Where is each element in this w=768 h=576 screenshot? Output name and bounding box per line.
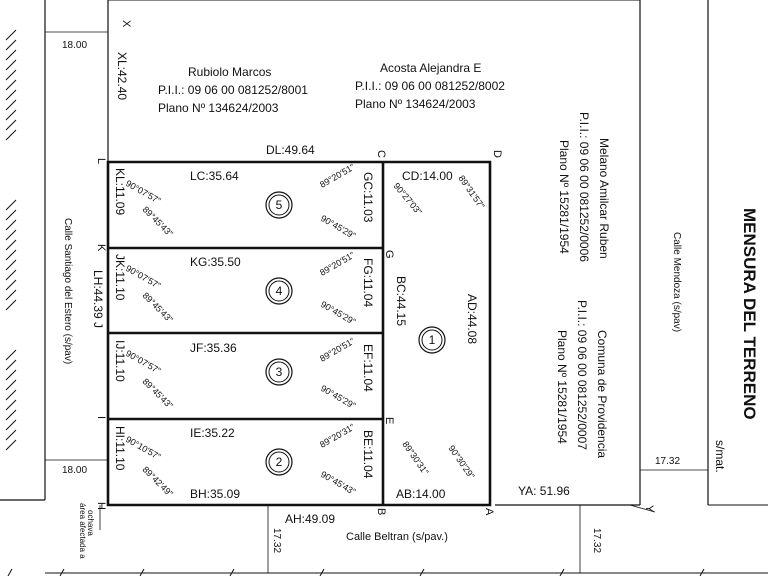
dim-xl: XL:42.40 (115, 52, 129, 100)
lot-4-label: 4 (276, 284, 283, 298)
dim-jk: JK:11.10 (113, 254, 127, 301)
neighbor-rubiolo-name: Rubiolo Marcos (188, 65, 271, 79)
angle: 90°07'57" (124, 263, 162, 291)
angle: 89°30'31" (400, 439, 430, 476)
dim-bottom-1732-left: 17.32 (271, 528, 282, 553)
angle: 90°27'03" (391, 181, 423, 217)
area-note-1: área afectada a (78, 503, 87, 559)
point-labels: L K I H C D G E B A X Y (95, 20, 655, 516)
dim-ef: EF:11.04 (361, 344, 375, 392)
angle: 90°10'57" (124, 434, 162, 462)
point-l: L (95, 158, 107, 164)
dim-ya: YA: 51.96 (518, 484, 570, 498)
point-c: C (375, 150, 387, 158)
angle: 89°31'57" (456, 173, 486, 210)
dim-ie: IE:35.22 (190, 426, 235, 440)
angle: 90°30'29" (446, 443, 476, 480)
street-santiago: Calle Santiago del Estero (s/pav) (62, 218, 73, 364)
dim-bottom-left: 18.00 (62, 465, 87, 476)
lot-3-label: 3 (276, 365, 283, 379)
angle: 89°20'31" (318, 422, 356, 450)
angle: 89°42'49" (141, 464, 175, 498)
dim-kg: KG:35.50 (190, 255, 241, 269)
dim-ab: AB:14.00 (396, 487, 446, 501)
angle: 89°45'43" (141, 376, 175, 410)
point-y: Y (643, 505, 655, 513)
point-k: K (95, 244, 107, 252)
street-mendoza: Calle Mendoza (s/pav) (671, 232, 682, 332)
neighbor-melano-name: Melano Amilcar Ruben (597, 138, 611, 259)
angle: 90°07'57" (124, 178, 162, 206)
angle: 89°20'51" (318, 250, 356, 278)
angle: 89°45'43" (141, 290, 175, 324)
neighbor-melano-plano: Plano Nº 15281/1954 (557, 140, 571, 254)
dim-kl: KL:11.09 (113, 168, 127, 215)
lot-2-marker (265, 448, 293, 476)
lot-5-marker (265, 191, 293, 219)
area-note-2: ochava (86, 510, 95, 536)
dim-top-left: 18.00 (62, 40, 87, 51)
dim-bottom-1732-right: 17.32 (591, 528, 602, 553)
angle: 90°45'29" (319, 383, 357, 411)
angle: 89°45'43" (141, 204, 175, 238)
neighbor-acosta-pii: P.I.I.: 09 06 00 081252/8002 (355, 79, 505, 93)
dim-ah: AH:49.09 (285, 512, 335, 526)
point-h: H (95, 502, 107, 510)
angle: 90°45'29" (319, 299, 357, 327)
dim-hi: HI:11.10 (113, 426, 127, 471)
dim-ij: IJ:11.10 (113, 340, 127, 382)
point-e: E (383, 417, 395, 424)
neighbor-comuna-pii: P.I.I.: 09 06 00 081252/0007 (575, 300, 589, 450)
smat-label: s/mat. (713, 440, 727, 473)
dim-dl: DL:49.64 (266, 143, 315, 157)
angle: 90°45'43" (319, 469, 357, 497)
dim-bh: BH:35.09 (190, 487, 240, 501)
neighbor-rubiolo-pii: P.I.I.: 09 06 00 081252/8001 (158, 83, 308, 97)
hatching-left (5, 29, 17, 451)
dim-bc: BC:44.15 (394, 276, 408, 326)
point-a: A (483, 508, 495, 516)
point-g: G (383, 250, 395, 259)
lot-1-label: 1 (429, 333, 436, 347)
plan-title: MENSURA DEL TERRENO (740, 208, 759, 420)
dim-lh: LH:44.39 J (91, 270, 105, 328)
hatching-bottom (7, 568, 705, 576)
dim-cd: CD:14.00 (402, 169, 453, 183)
angle: 90°45'29" (319, 213, 357, 241)
neighbor-acosta-name: Acosta Alejandra E (380, 61, 481, 75)
dim-ad: AD:44.08 (465, 294, 479, 344)
dim-right-1732: 17.32 (655, 456, 680, 467)
angle: 90°07'57" (124, 348, 162, 376)
angle: 89°20'51" (318, 162, 356, 190)
point-d: D (491, 150, 503, 158)
neighbor-acosta-plano: Plano Nº 134624/2003 (355, 97, 476, 111)
street-beltran: Calle Beltran (s/pav.) (346, 531, 448, 543)
dim-jf: JF:35.36 (190, 341, 237, 355)
point-b: B (375, 508, 387, 515)
point-x: X (120, 20, 132, 28)
parcel-outline (106, 160, 492, 507)
lot-4-marker (265, 277, 293, 305)
neighbor-comuna-name: Comuna de Providencia (595, 330, 609, 458)
dim-fg: FG:11.04 (361, 258, 375, 307)
dim-lc: LC:35.64 (190, 169, 239, 183)
lot-5-label: 5 (276, 198, 283, 212)
neighbor-melano-pii: P.I.I.: 09 06 00 081252/0006 (577, 112, 591, 262)
neighbor-comuna-plano: Plano Nº 15281/1954 (555, 330, 569, 444)
dim-be: BE:11.04 (361, 430, 375, 479)
angle: 89°20'51" (318, 336, 356, 364)
lot-2-label: 2 (276, 455, 283, 469)
point-i: I (95, 416, 107, 419)
lot-3-marker (265, 358, 293, 386)
dim-gc: GC:11.03 (361, 172, 375, 223)
neighbor-rubiolo-plano: Plano Nº 134624/2003 (158, 101, 279, 115)
lot-1-marker (418, 326, 446, 354)
